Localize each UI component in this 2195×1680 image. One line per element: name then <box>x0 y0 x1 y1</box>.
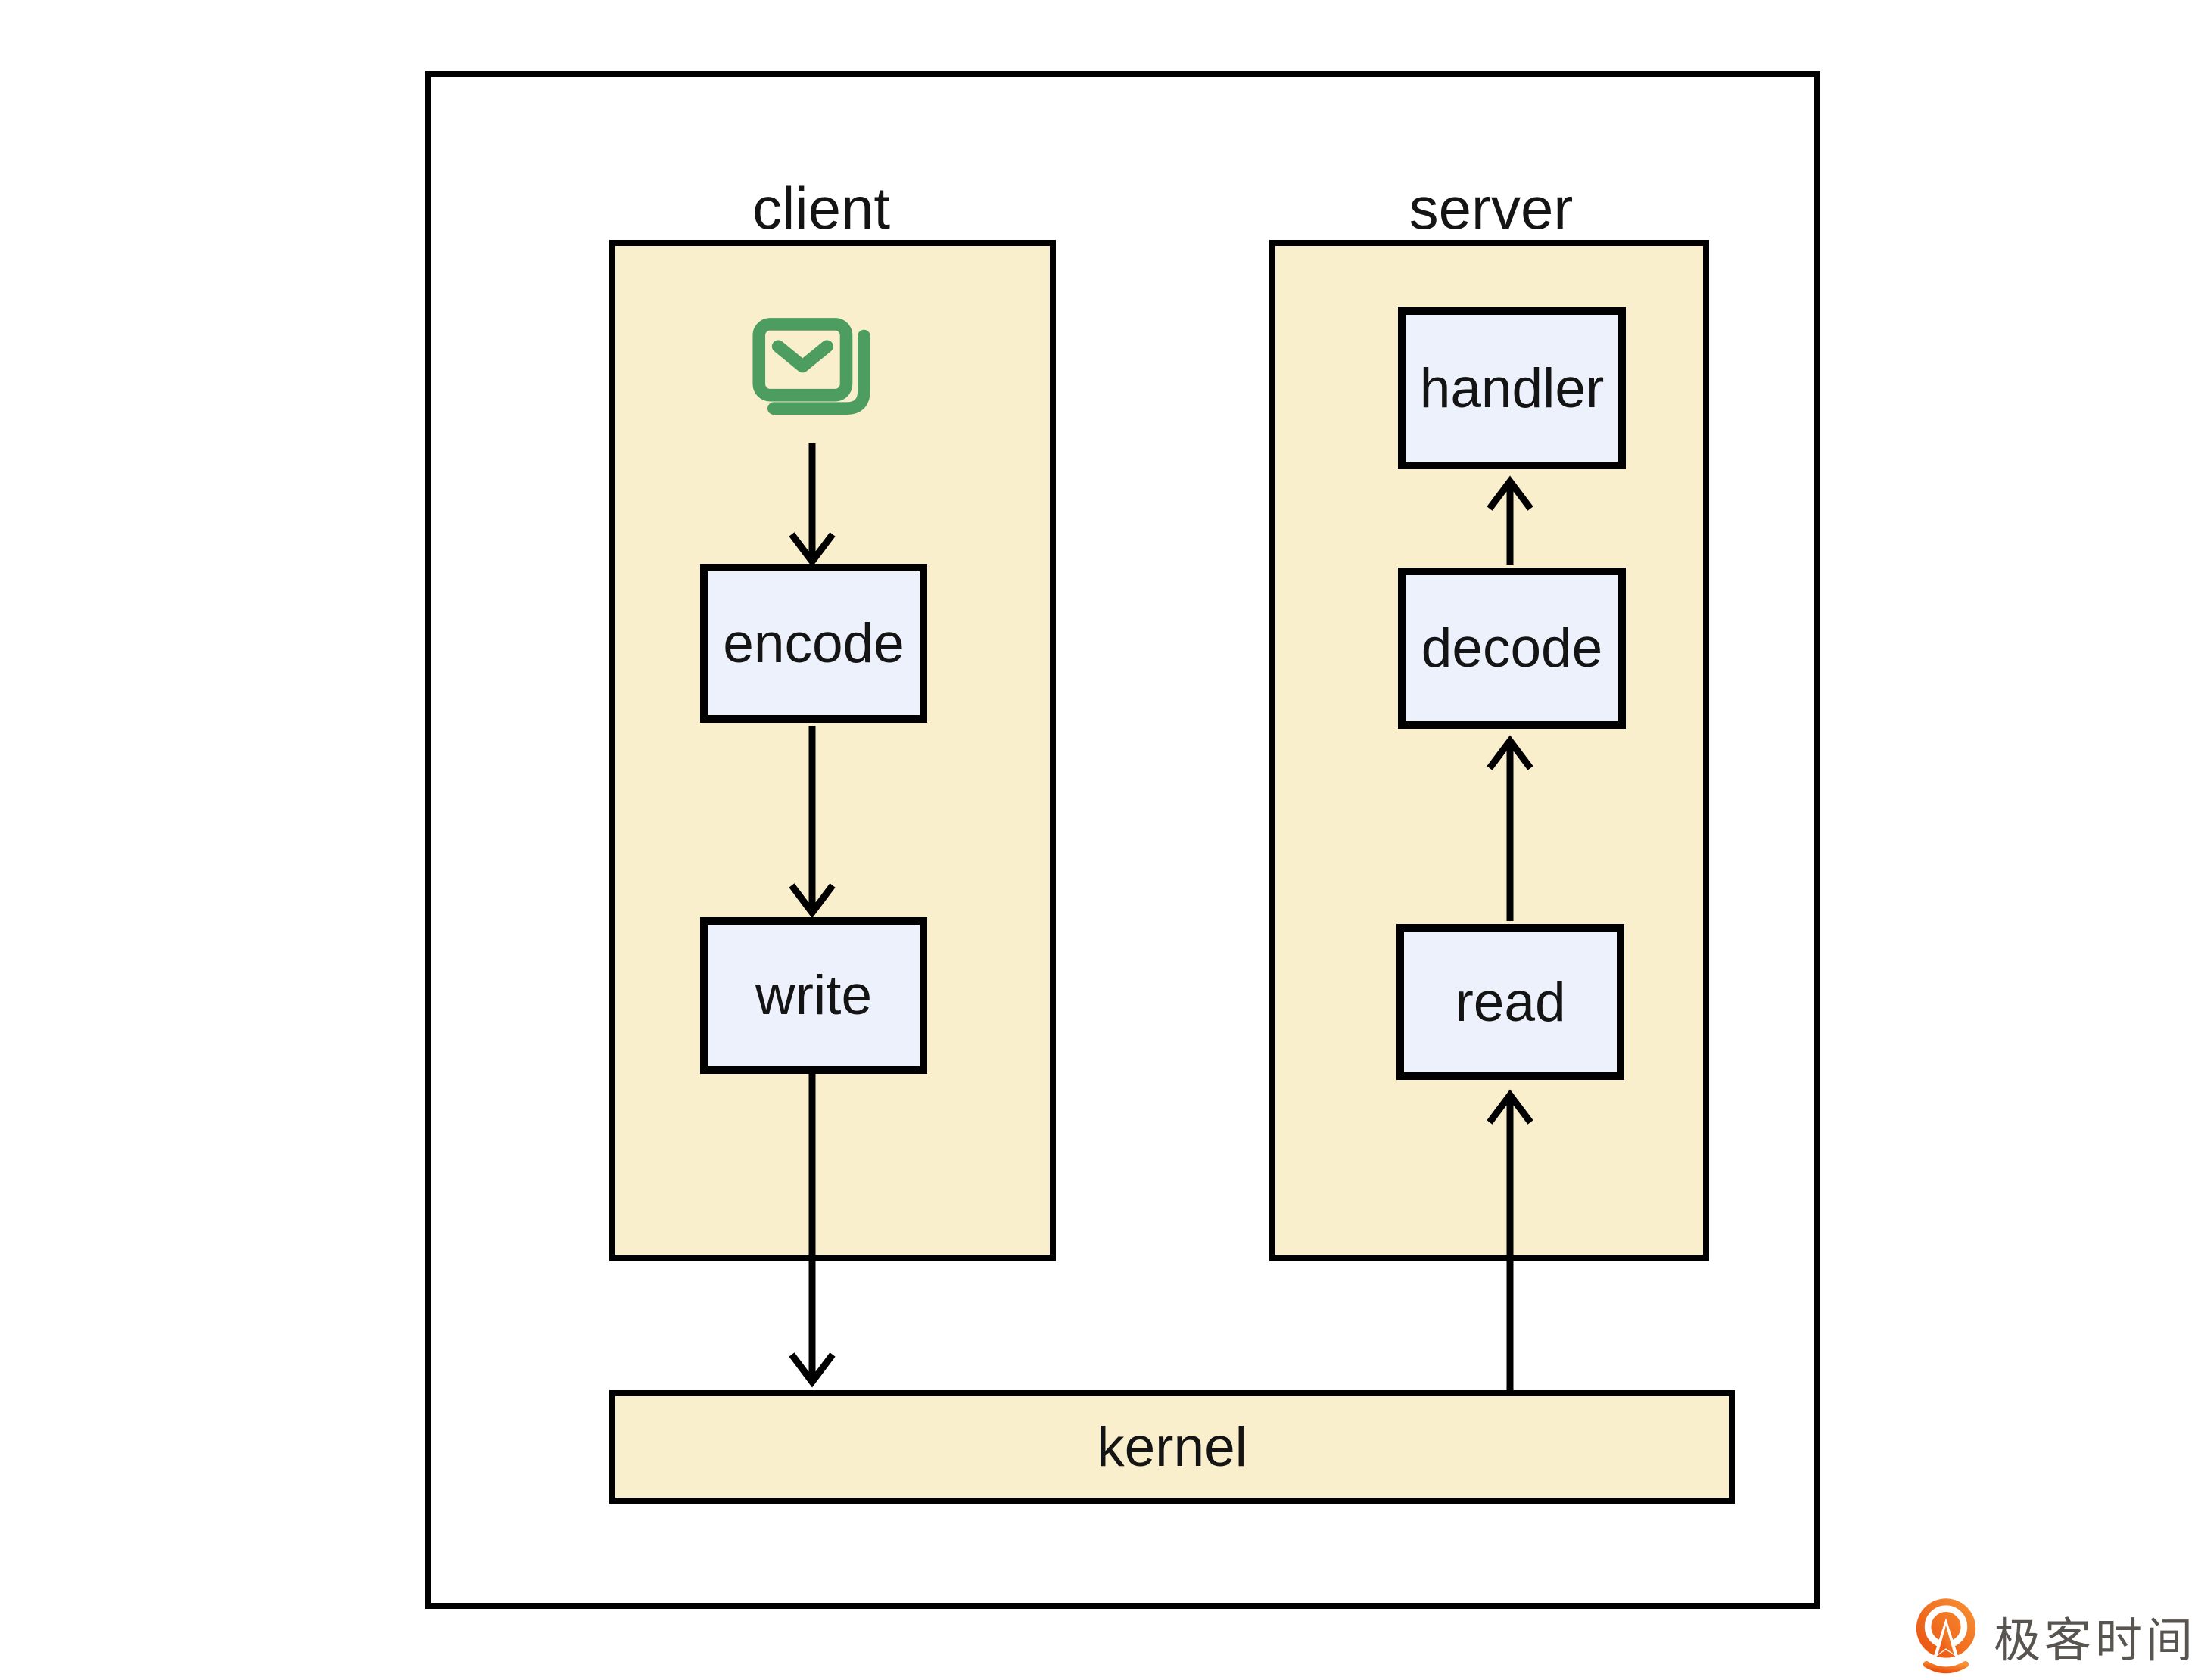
node-encode: encode <box>700 564 927 723</box>
node-handler-label: handler <box>1419 357 1605 419</box>
logo-arrow <box>1938 1625 1954 1654</box>
logo-smile <box>1923 1660 1969 1674</box>
node-decode-label: decode <box>1421 618 1603 679</box>
client-title: client <box>752 175 891 241</box>
kernel-label: kernel <box>1097 1416 1247 1478</box>
geektime-logo-mark <box>1916 1598 1976 1674</box>
node-write-label: write <box>755 965 873 1026</box>
node-read-label: read <box>1455 971 1566 1033</box>
geektime-logo-text: 极客时间 <box>1994 1615 2195 1667</box>
node-encode-label: encode <box>723 612 904 674</box>
geektime-logo: 极客时间 <box>1913 1592 2195 1680</box>
node-read: read <box>1396 924 1624 1080</box>
node-handler: handler <box>1398 307 1626 469</box>
kernel-bar: kernel <box>609 1390 1735 1504</box>
mail-stack-icon <box>752 318 870 415</box>
server-title: server <box>1409 175 1574 241</box>
envelope-outline <box>752 318 853 402</box>
node-decode: decode <box>1398 568 1626 729</box>
envelope-flap-chevron <box>771 340 833 373</box>
node-write: write <box>700 917 927 1074</box>
stacked-envelope-edge <box>767 329 870 415</box>
